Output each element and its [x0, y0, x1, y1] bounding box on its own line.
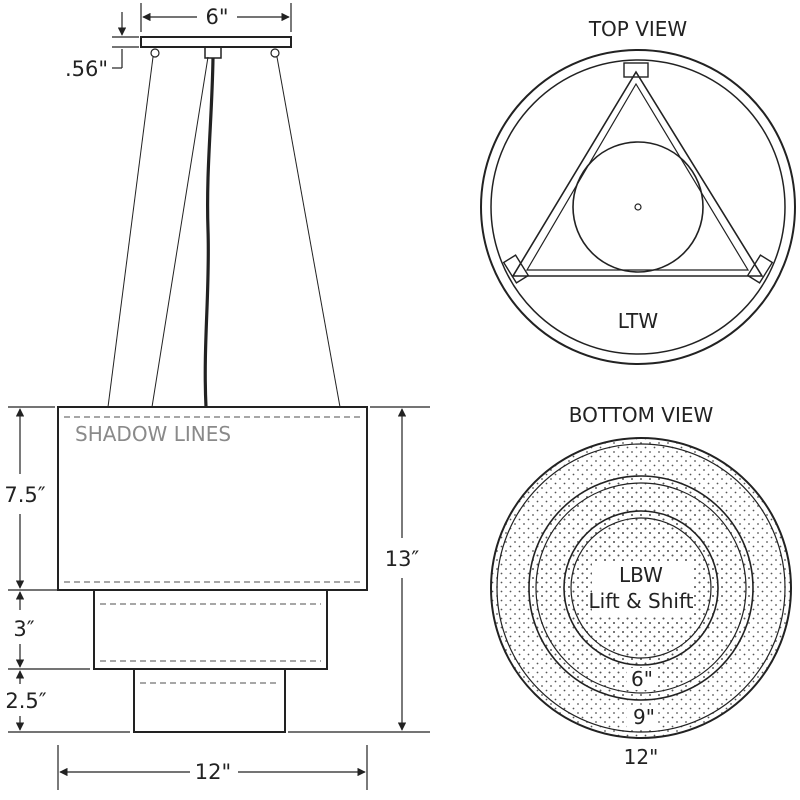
bottom-view-label-line2: Lift & Shift [589, 589, 694, 613]
overall-height-label: 13″ [385, 547, 420, 571]
canopy-screw-right [270, 48, 280, 58]
bottom-view-label-line1: LBW [619, 563, 663, 587]
bottom-view: BOTTOM VIEW LBW Lift & Shift 6" 9" 12" [490, 403, 792, 769]
ring-9-inner-edge [535, 482, 747, 694]
spider-frame-inner [525, 82, 750, 271]
canopy [140, 36, 292, 48]
shadow-lines-label: SHADOW LINES [75, 422, 231, 446]
side-view: 6" .56" SHADOW LINES 7.5″ [4, 3, 430, 790]
ring-6-inner-edge [570, 517, 712, 659]
spider-frame [511, 70, 764, 277]
spider-mount-right [746, 254, 774, 284]
bottom-view-title: BOTTOM VIEW [569, 403, 714, 427]
ring-12-label: 12" [624, 745, 659, 769]
tier-1-height-label: 7.5″ [4, 483, 45, 507]
top-view-title: TOP VIEW [588, 17, 688, 41]
top-view: TOP VIEW LTW [480, 17, 796, 365]
suspension-cable-center [151, 56, 209, 408]
power-cord [203, 57, 215, 408]
overall-width-label: 12" [195, 760, 231, 784]
spider-mount-left [502, 254, 530, 284]
ring-6-label: 6" [631, 667, 653, 691]
shade-tier-3 [133, 668, 286, 733]
top-view-inner-ring [490, 59, 786, 355]
center-point [634, 203, 642, 211]
top-diffuser [572, 141, 704, 273]
ring-9-label: 9" [633, 705, 655, 729]
suspension-cable-left [107, 56, 154, 408]
tier-3-height-label: 2.5″ [5, 689, 46, 713]
tier-2-height-label: 3″ [13, 617, 34, 641]
shade-tier-2 [93, 589, 328, 670]
canopy-width-label: 6" [205, 5, 228, 29]
suspension-cable-right [276, 56, 341, 408]
cord-grip [204, 46, 222, 59]
top-view-label: LTW [618, 309, 659, 333]
spider-mount-top [623, 62, 649, 78]
top-view-outer-ring [480, 49, 796, 365]
canopy-screw-left [150, 48, 160, 58]
canopy-height-label: .56" [65, 57, 108, 81]
ring-12-inner-edge [496, 443, 786, 733]
